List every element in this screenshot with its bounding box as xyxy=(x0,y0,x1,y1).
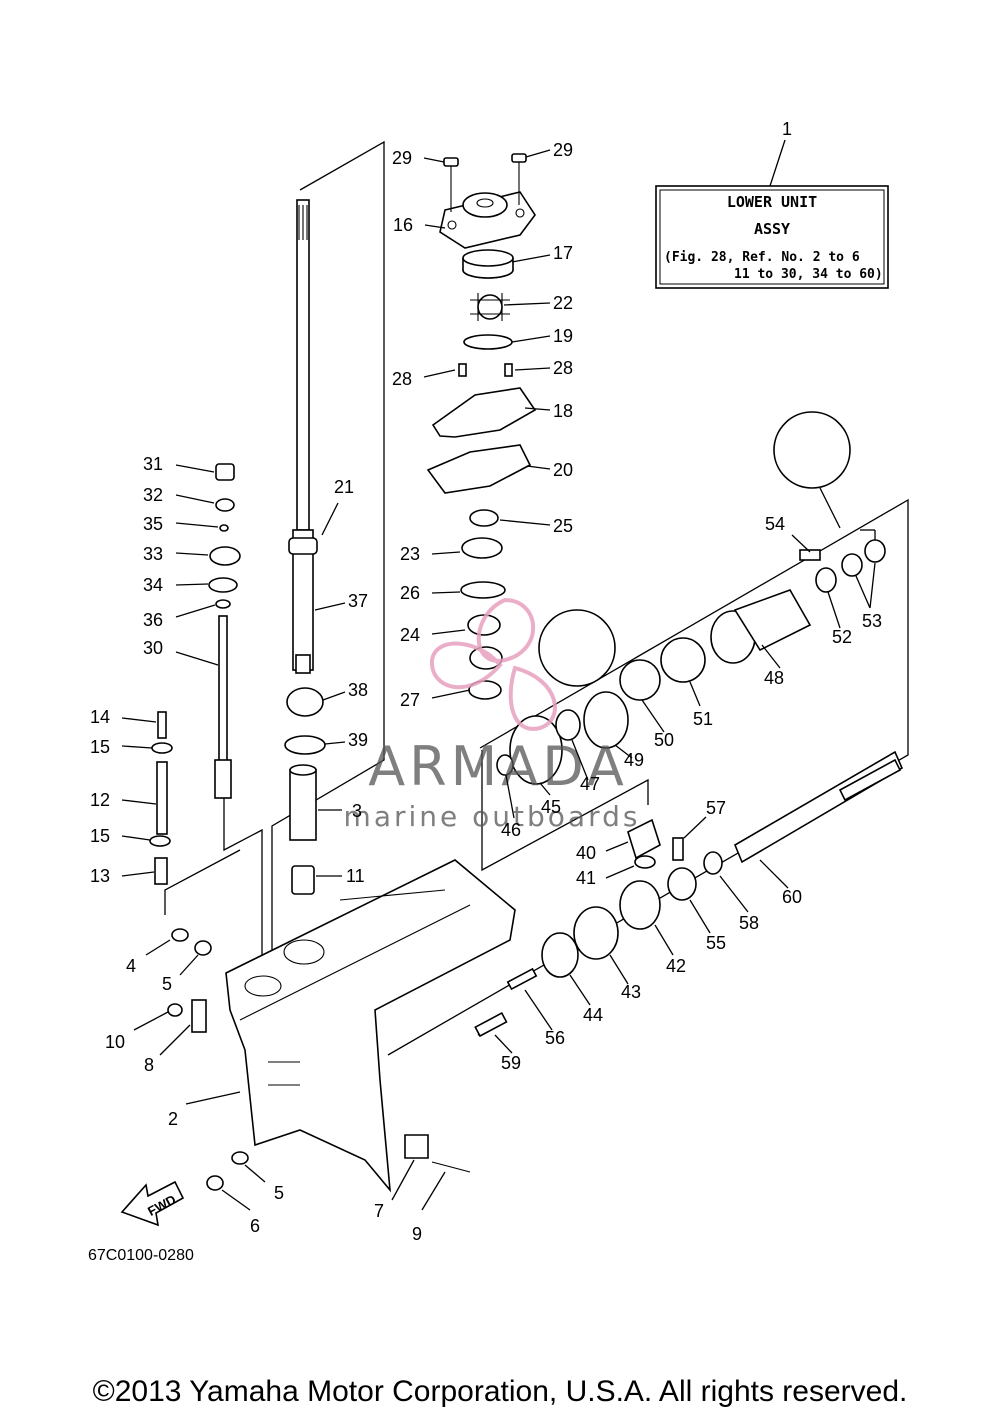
callout-52: 52 xyxy=(832,627,852,647)
fwd-arrow: FWD xyxy=(120,1180,185,1227)
callout-12: 12 xyxy=(90,790,110,810)
callout-31: 31 xyxy=(143,454,163,474)
callout-11: 11 xyxy=(346,866,365,886)
drive-shaft xyxy=(288,199,318,674)
callout-27: 27 xyxy=(400,690,420,710)
callout-40: 40 xyxy=(576,843,596,863)
watermark-brand: ARMADA xyxy=(368,735,628,798)
detail-callout-circle-cap xyxy=(773,411,851,489)
callout-28b: 28 xyxy=(553,358,573,378)
callout-21: 21 xyxy=(334,477,354,497)
propeller-shaft xyxy=(733,750,904,864)
callout-47: 47 xyxy=(580,774,600,794)
callout-51: 51 xyxy=(693,709,713,729)
callout-29a: 29 xyxy=(392,148,412,168)
callout-60: 60 xyxy=(782,887,802,907)
callout-numbers: 1 2 3 4 5 5 6 7 8 9 10 11 12 13 14 15 15… xyxy=(90,119,882,1244)
callout-56: 56 xyxy=(545,1028,565,1048)
callout-33: 33 xyxy=(143,544,163,564)
armada-watermark: ARMADA marine outboards xyxy=(344,597,641,833)
impeller xyxy=(470,293,510,321)
callout-50: 50 xyxy=(654,730,674,750)
callout-57: 57 xyxy=(706,798,726,818)
callout-34: 34 xyxy=(143,575,163,595)
callout-32: 32 xyxy=(143,485,163,505)
assy-box-line1: LOWER UNIT xyxy=(727,193,817,211)
callout-2: 2 xyxy=(168,1109,178,1129)
shift-rod-group xyxy=(208,463,241,799)
outer-plate-cartridge xyxy=(431,387,537,438)
case-fasteners xyxy=(167,928,471,1191)
callout-46: 46 xyxy=(501,820,521,840)
callout-28a: 28 xyxy=(392,369,412,389)
callout-26: 26 xyxy=(400,583,420,603)
callout-15b: 15 xyxy=(90,826,110,846)
callout-30: 30 xyxy=(143,638,163,658)
callout-37: 37 xyxy=(348,591,368,611)
callout-49: 49 xyxy=(624,750,644,770)
callout-53: 53 xyxy=(862,611,882,631)
assy-box-line4: 11 to 30, 34 to 60) xyxy=(734,267,883,282)
callout-22: 22 xyxy=(553,293,573,313)
callout-7: 7 xyxy=(374,1201,384,1221)
callout-48: 48 xyxy=(764,668,784,688)
copyright-notice: ©2013 Yamaha Motor Corporation, U.S.A. A… xyxy=(92,1375,908,1408)
insert-cartridge xyxy=(462,249,514,279)
assy-box-line2: ASSY xyxy=(754,220,790,238)
callout-18: 18 xyxy=(553,401,573,421)
callout-38: 38 xyxy=(348,680,368,700)
callout-9: 9 xyxy=(412,1224,422,1244)
callout-24: 24 xyxy=(400,625,420,645)
callout-42: 42 xyxy=(666,956,686,976)
propeller-shaft-gears xyxy=(474,411,886,1038)
callout-1: 1 xyxy=(782,119,792,139)
dowel-pins-28 xyxy=(458,363,513,377)
bearing-38-sleeve-3 xyxy=(284,687,326,895)
callout-14: 14 xyxy=(90,707,110,727)
callout-19: 19 xyxy=(553,326,573,346)
detail-callout-circle-seal xyxy=(538,609,616,687)
lower-case xyxy=(225,859,516,1193)
figure-code: 67C0100-0280 xyxy=(88,1247,194,1264)
callout-17: 17 xyxy=(553,243,573,263)
callout-16: 16 xyxy=(393,215,413,235)
callout-54: 54 xyxy=(765,514,785,534)
callout-10: 10 xyxy=(105,1032,125,1052)
callout-39: 39 xyxy=(348,730,368,750)
callout-35: 35 xyxy=(143,514,163,534)
callout-55: 55 xyxy=(706,933,726,953)
gasket-20 xyxy=(426,444,532,494)
callout-20: 20 xyxy=(553,460,573,480)
callout-36: 36 xyxy=(143,610,163,630)
bolts-29 xyxy=(443,153,527,212)
callout-8: 8 xyxy=(144,1055,154,1075)
callout-29b: 29 xyxy=(553,140,573,160)
callout-6: 6 xyxy=(250,1216,260,1236)
watermark-tagline: marine outboards xyxy=(344,800,641,833)
leader-lines xyxy=(121,139,876,1211)
armada-logo-mark xyxy=(429,597,557,731)
shift-cam-group xyxy=(149,711,173,885)
callout-5a: 5 xyxy=(162,974,172,994)
callout-5b: 5 xyxy=(274,1183,284,1203)
callout-25: 25 xyxy=(553,516,573,536)
water-pump-housing xyxy=(439,191,536,249)
callout-59: 59 xyxy=(501,1053,521,1073)
assy-box-line3: (Fig. 28, Ref. No. 2 to 6 xyxy=(664,250,860,265)
callout-41: 41 xyxy=(576,868,596,888)
seal-19 xyxy=(463,334,513,350)
callout-13: 13 xyxy=(90,866,110,886)
callout-4: 4 xyxy=(126,956,136,976)
lower-unit-assy-box: LOWER UNIT ASSY (Fig. 28, Ref. No. 2 to … xyxy=(655,185,889,289)
callout-3: 3 xyxy=(352,801,362,821)
callout-44: 44 xyxy=(583,1005,603,1025)
callout-23: 23 xyxy=(400,544,420,564)
callout-58: 58 xyxy=(739,913,759,933)
callout-45: 45 xyxy=(541,797,561,817)
callout-43: 43 xyxy=(621,982,641,1002)
callout-15a: 15 xyxy=(90,737,110,757)
